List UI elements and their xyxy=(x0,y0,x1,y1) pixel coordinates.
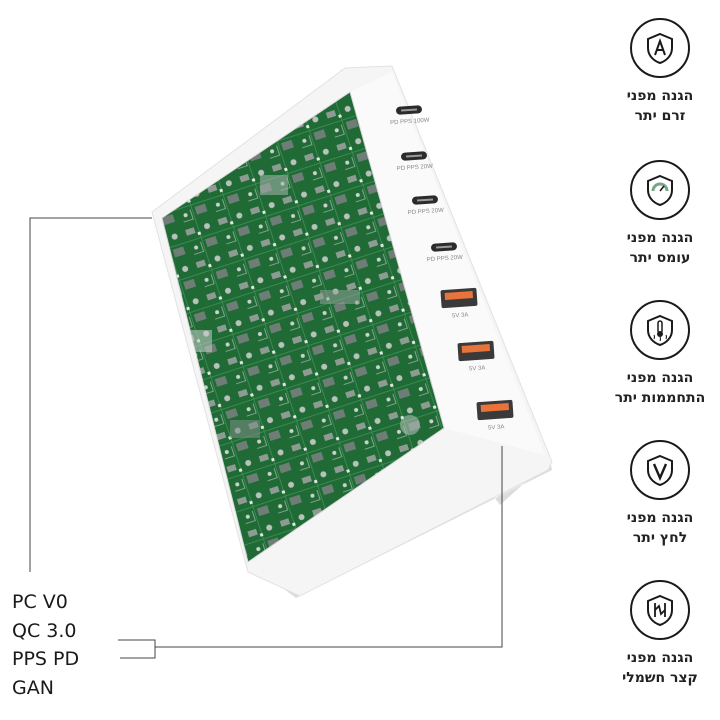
usb-c-port: PD PPS 20W xyxy=(427,242,464,264)
left-leader-line xyxy=(29,217,152,572)
feature-label-line2: עומס יתר xyxy=(629,250,691,266)
right-leader-line xyxy=(155,446,503,648)
spec-list: PC V0 QC 3.0 PPS PD GAN xyxy=(12,588,79,702)
feature-label-line2: לחץ יתר xyxy=(632,530,688,546)
feature-label-line1: הגנה מפני xyxy=(626,510,694,526)
usb-c-port: PD PPS 100W xyxy=(390,105,430,127)
feature-short-circuit: הגנה מפני קצר חשמלי xyxy=(600,580,720,688)
port-label: PD PPS 100W xyxy=(390,118,430,127)
port-label: 5V 3A xyxy=(488,424,505,431)
thermometer-shield-icon xyxy=(630,300,690,360)
current-a-shield-icon xyxy=(630,18,690,78)
port-label: 5V 3A xyxy=(469,365,486,372)
feature-overvoltage: הגנה מפני לחץ יתר xyxy=(600,440,720,548)
circuit-board-face xyxy=(161,91,445,563)
feature-overload: הגנה מפני עומס יתר xyxy=(600,160,720,268)
port-list: PD PPS 100W PD PPS 20W PD PPS 20W PD PPS 20… xyxy=(390,105,514,432)
port-label: PD PPS 20W xyxy=(427,255,464,264)
usb-a-port: 5V 3A xyxy=(457,340,495,373)
feature-label-line1: הגנה מפני xyxy=(626,650,694,666)
feature-overheat: הגנה מפני התחממות יתר xyxy=(600,300,720,408)
feature-label-line2: זרם יתר xyxy=(634,108,686,124)
spec-bracket-line xyxy=(118,639,156,659)
usb-c-port: PD PPS 20W xyxy=(397,151,434,173)
usb-a-port: 5V 3A xyxy=(440,287,478,320)
port-label: 5V 3A xyxy=(452,312,469,319)
usb-a-port: 5V 3A xyxy=(476,399,514,432)
charger-device: PD PPS 100W PD PPS 20W PD PPS 20W PD PPS 20… xyxy=(151,65,553,598)
load-gauge-shield-icon xyxy=(630,160,690,220)
spec-item: QC 3.0 xyxy=(12,619,77,642)
feature-label-line1: הגנה מפני xyxy=(626,370,694,386)
port-label: PD PPS 20W xyxy=(397,164,434,173)
feature-label-line2: התחממות יתר xyxy=(614,390,706,406)
spec-item: PC V0 xyxy=(12,591,68,613)
usb-c-port: PD PPS 20W xyxy=(408,195,445,217)
feature-label-line1: הגנה מפני xyxy=(626,88,694,104)
feature-label-line1: הגנה מפני xyxy=(626,230,694,246)
voltage-v-shield-icon xyxy=(630,440,690,500)
port-panel xyxy=(350,72,545,455)
feature-overcurrent: הגנה מפני זרם יתר xyxy=(600,18,720,126)
spec-item: PPS PD xyxy=(12,648,80,670)
feature-label-line2: קצר חשמלי xyxy=(622,670,698,686)
short-circuit-shield-icon xyxy=(630,580,690,640)
spec-item: GAN xyxy=(12,676,54,699)
port-label: PD PPS 20W xyxy=(408,208,445,217)
